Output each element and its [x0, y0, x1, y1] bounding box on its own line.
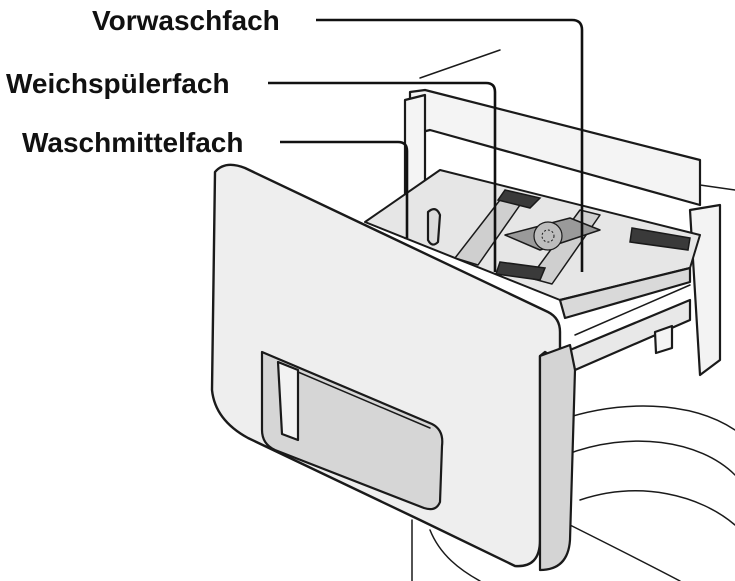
drawer-handle-shadow [297, 371, 431, 429]
washing-machine-drawer-icon [210, 49, 735, 581]
leader-line-detergent [280, 140, 409, 238]
label-softener-compartment: Weichspülerfach [6, 68, 230, 99]
tray-rail-edge [574, 284, 691, 336]
slot-dark-3 [495, 261, 547, 281]
drawer-front-edge [538, 343, 577, 572]
machine-curve-2 [564, 440, 735, 476]
slot-dark-1 [496, 189, 542, 209]
machine-curve-3 [579, 490, 735, 526]
drawer-handle-recess [260, 350, 444, 511]
callout-labels: Vorwaschfach Weichspülerfach Waschmittel… [6, 5, 280, 158]
rail-latch [653, 324, 674, 355]
label-prewash-compartment: Vorwaschfach [92, 5, 280, 36]
detergent-lever [426, 208, 442, 246]
machine-right-panel [688, 203, 722, 377]
siphon-grid [533, 221, 563, 251]
tray-right-rail [558, 266, 692, 320]
machine-base-curve [429, 529, 481, 581]
leader-line-prewash [316, 18, 584, 272]
machine-top-edge [419, 49, 501, 79]
label-detergent-compartment: Waschmittelfach [22, 127, 243, 158]
machine-lower-edge [559, 519, 681, 581]
leader-lines [268, 18, 584, 272]
slot-dark-2 [629, 227, 691, 251]
machine-curve-1 [559, 405, 735, 431]
siphon-grid-inner [541, 229, 555, 243]
leader-line-softener [268, 81, 497, 272]
drawer-handle-inner [276, 360, 300, 442]
